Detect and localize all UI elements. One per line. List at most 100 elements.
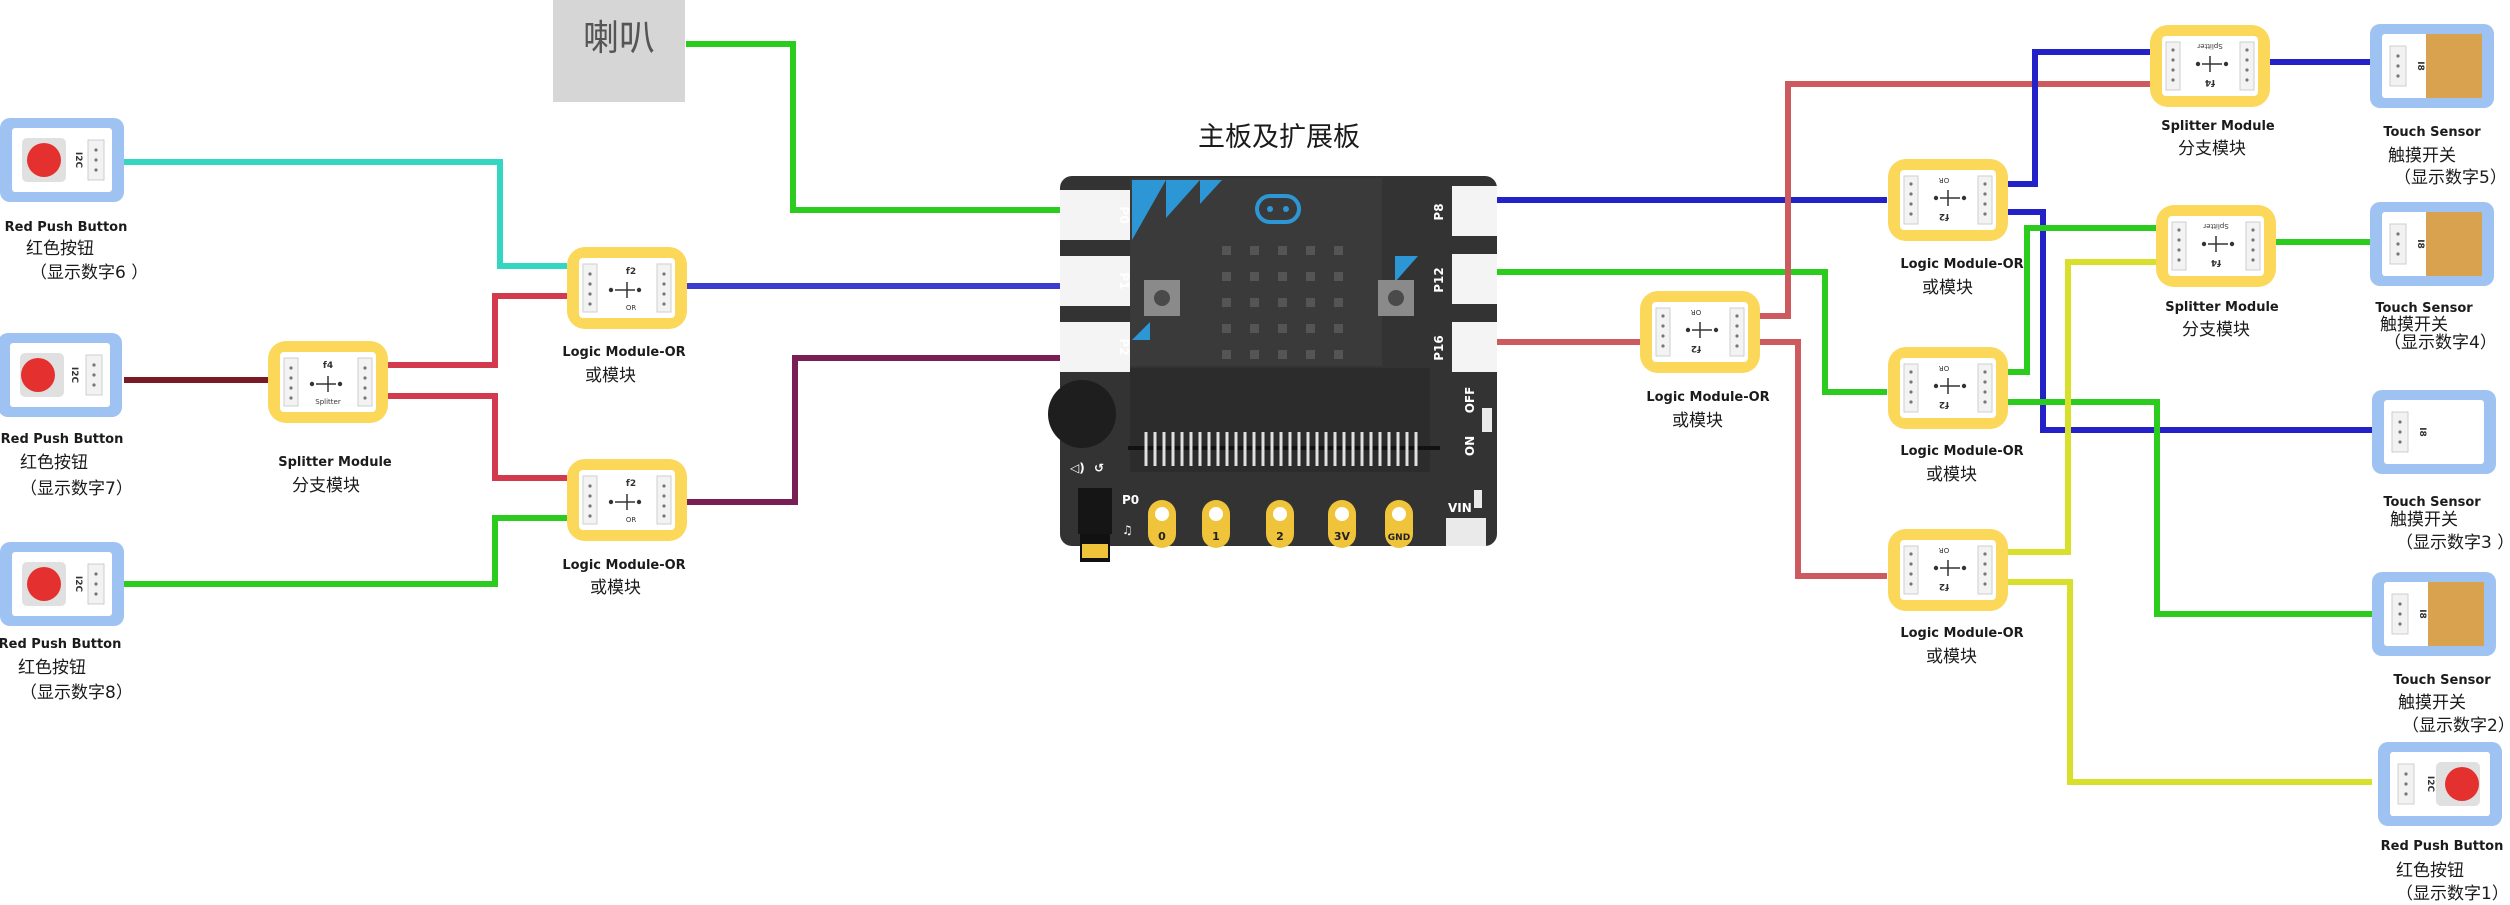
sensor-en-label: Touch Sensor bbox=[2375, 301, 2473, 316]
wire-button3-or2 bbox=[124, 515, 567, 587]
left-button-2: I2C Red Push Button 红色按钮 （显示数字7） bbox=[0, 332, 133, 499]
pin-label-p1: P1 bbox=[1117, 272, 1131, 289]
pin-gnd: GND bbox=[1388, 533, 1410, 543]
button-en-label: Red Push Button bbox=[2381, 839, 2504, 854]
or-cn-label: 或模块 bbox=[1922, 278, 1973, 298]
module-sub: OR bbox=[1939, 176, 1950, 184]
splitter-cn-label: 分支模块 bbox=[292, 476, 360, 496]
module-sub: OR bbox=[1939, 546, 1950, 554]
wire-splitter-or1 bbox=[380, 293, 567, 368]
module-sub: OR bbox=[1691, 308, 1702, 316]
module-code: I8 bbox=[2415, 61, 2425, 71]
or-cn-label: 或模块 bbox=[1926, 647, 1977, 667]
button-note: （显示数字1） bbox=[2396, 884, 2509, 904]
pin-label-p0: P0 bbox=[1117, 206, 1131, 223]
right-or-3: f2 OR Logic Module-OR 或模块 bbox=[1887, 528, 2024, 667]
module-code: f2 bbox=[1939, 399, 1949, 409]
module-sub: OR bbox=[1939, 364, 1950, 372]
sensor-note: （显示数字5） bbox=[2394, 168, 2507, 188]
right-button: I2C Red Push Button 红色按钮 （显示数字1） bbox=[2377, 741, 2509, 904]
button-note: （显示数字6 ） bbox=[30, 263, 148, 283]
pin-2: 2 bbox=[1276, 530, 1284, 543]
red-button-icon bbox=[21, 358, 55, 392]
left-or-2: f2 OR Logic Module-OR 或模块 bbox=[562, 458, 688, 598]
right-or-2: f2 OR Logic Module-OR 或模块 bbox=[1887, 346, 2024, 485]
wire-ormid-splitter1 bbox=[1752, 81, 2150, 319]
or-en-label: Logic Module-OR bbox=[562, 558, 685, 573]
mid-or: f2 OR Logic Module-OR 或模块 bbox=[1639, 290, 1770, 431]
wire-splitter-or2 bbox=[380, 393, 567, 481]
pin-3v: 3V bbox=[1334, 530, 1351, 543]
module-code: I2C bbox=[69, 367, 79, 384]
wire-or-r1-touch3 bbox=[2007, 209, 2372, 433]
red-button-icon bbox=[2445, 767, 2479, 801]
or-en-label: Logic Module-OR bbox=[1900, 257, 2023, 272]
module-code: f2 bbox=[1939, 211, 1949, 221]
or-cn-label: 或模块 bbox=[590, 578, 641, 598]
splitter-cn-label: 分支模块 bbox=[2178, 139, 2246, 159]
left-button-1: I2C Red Push Button 红色按钮 （显示数字6 ） bbox=[0, 117, 148, 283]
button-cn-label: 红色按钮 bbox=[2396, 861, 2464, 881]
button-note: （显示数字8） bbox=[20, 683, 133, 703]
pin-label-p2: P2 bbox=[1117, 338, 1131, 355]
module-code: I2C bbox=[2425, 776, 2435, 793]
pin-label-p12: P12 bbox=[1432, 267, 1446, 293]
module-sub: Splitter bbox=[315, 398, 341, 406]
wire-or2-p2 bbox=[686, 355, 1060, 505]
red-button-icon bbox=[27, 567, 61, 601]
wire-or-r3-button bbox=[2007, 579, 2372, 785]
reset-icon: ↺ bbox=[1094, 461, 1104, 475]
module-code: f4 bbox=[323, 361, 333, 371]
wire-speaker-p0 bbox=[686, 41, 1060, 213]
module-code: f2 bbox=[1691, 343, 1701, 353]
button-cn-label: 红色按钮 bbox=[20, 453, 88, 473]
right-splitter-2: f4 Splitter Splitter Module 分支模块 bbox=[2155, 204, 2279, 340]
sensor-en-label: Touch Sensor bbox=[2383, 125, 2481, 140]
button-cn-label: 红色按钮 bbox=[18, 658, 86, 678]
or-en-label: Logic Module-OR bbox=[562, 345, 685, 360]
button-cn-label: 红色按钮 bbox=[26, 239, 94, 259]
sensor-en-label: Touch Sensor bbox=[2393, 673, 2491, 688]
button-note: （显示数字7） bbox=[20, 479, 133, 499]
left-or-1: f2 OR Logic Module-OR 或模块 bbox=[562, 246, 688, 386]
sensor-cn-label: 触摸开关 bbox=[2390, 510, 2458, 530]
pin-1: 1 bbox=[1212, 530, 1220, 543]
right-connectors: P8 P12 P16 bbox=[1432, 186, 1497, 372]
red-button-icon bbox=[27, 143, 61, 177]
or-en-label: Logic Module-OR bbox=[1646, 390, 1769, 405]
module-code: f4 bbox=[2211, 257, 2221, 267]
led-matrix bbox=[1222, 246, 1343, 359]
wire-p12-or-r2 bbox=[1497, 269, 1887, 395]
touch-sensor-2: I8 Touch Sensor 触摸开关 （显示数字4） bbox=[2369, 201, 2497, 353]
module-sub: OR bbox=[626, 516, 637, 524]
touch-sensor-3: I8 Touch Sensor 触摸开关 （显示数字3 ） bbox=[2371, 389, 2510, 553]
module-code: I8 bbox=[2417, 609, 2427, 619]
module-code: f2 bbox=[626, 479, 636, 489]
wire-button1-or1 bbox=[124, 159, 567, 269]
wire-or-r2-touch4 bbox=[2007, 399, 2372, 617]
module-code: I2C bbox=[73, 576, 83, 593]
power-switch[interactable] bbox=[1482, 408, 1492, 432]
module-code: f2 bbox=[1939, 581, 1949, 591]
or-en-label: Logic Module-OR bbox=[1900, 444, 2023, 459]
bottom-pins: 0 1 2 3V GND bbox=[1148, 500, 1413, 548]
or-cn-label: 或模块 bbox=[1672, 411, 1723, 431]
button-en-label: Red Push Button bbox=[1, 432, 124, 447]
touch-sensor-4: I8 Touch Sensor 触摸开关 （显示数字2） bbox=[2371, 571, 2510, 736]
module-code: f4 bbox=[2205, 77, 2215, 87]
wires bbox=[124, 41, 2372, 785]
switch-on-label: ON bbox=[1463, 436, 1477, 456]
splitter-cn-label: 分支模块 bbox=[2182, 320, 2250, 340]
sensor-cn-label: 触摸开关 bbox=[2380, 315, 2448, 335]
sensor-note: （显示数字2） bbox=[2402, 716, 2510, 736]
sound-icon: ◁) bbox=[1069, 461, 1085, 475]
splitter-en-label: Splitter Module bbox=[278, 455, 392, 470]
speaker: 喇叭 bbox=[553, 0, 685, 102]
main-board: P0 P1 P2 P8 P12 P16 bbox=[1048, 176, 1497, 562]
module-sub: Splitter bbox=[2203, 222, 2229, 230]
left-connectors: P0 P1 P2 bbox=[1060, 190, 1131, 372]
or-cn-label: 或模块 bbox=[1926, 465, 1977, 485]
or-cn-label: 或模块 bbox=[585, 366, 636, 386]
touch-pad-icon bbox=[2428, 582, 2484, 646]
